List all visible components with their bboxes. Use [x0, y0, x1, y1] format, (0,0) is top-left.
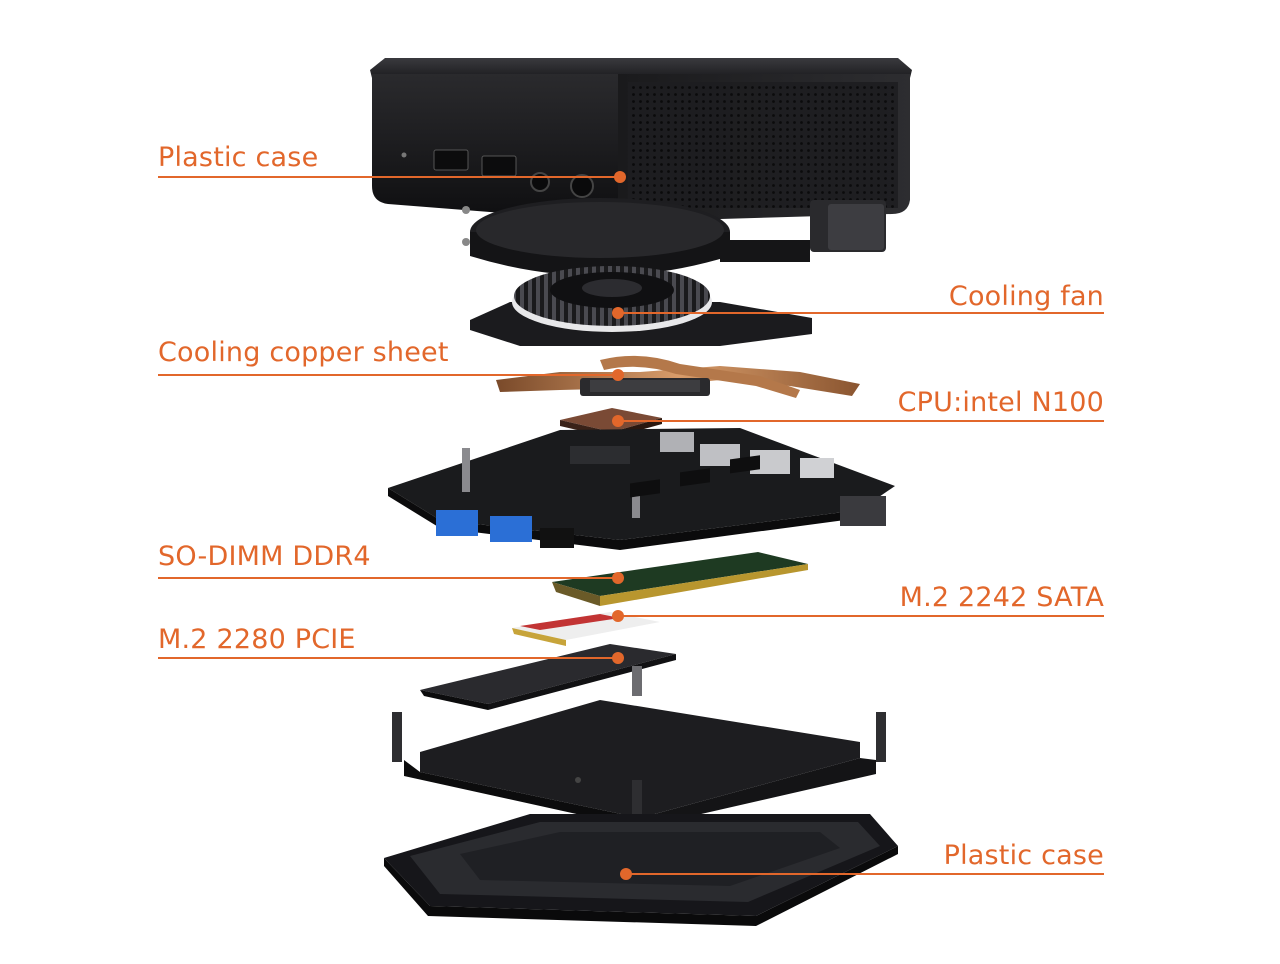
label-plastic-case-bottom: Plastic case — [943, 840, 1104, 871]
callout-cooling-copper-sheet-dot — [612, 369, 624, 381]
label-plastic-case-top: Plastic case — [158, 142, 319, 173]
cooling-copper-sheet — [496, 355, 860, 398]
cooling-fan — [470, 266, 812, 346]
so-dimm-module — [552, 455, 808, 606]
top-plastic-case — [370, 58, 912, 222]
fan-housing — [462, 198, 886, 276]
label-so-dimm: SO-DIMM DDR4 — [158, 541, 371, 572]
callout-so-dimm-dot — [612, 572, 624, 584]
callout-m2-sata-dot — [612, 610, 624, 622]
bottom-plastic-case — [384, 814, 898, 926]
callout-m2-pcie-dot — [612, 652, 624, 664]
label-m2-pcie: M.2 2280 PCIE — [158, 624, 356, 655]
callout-plastic-case-bottom-dot — [620, 868, 632, 880]
callout-plastic-case-top-dot — [614, 171, 626, 183]
callout-cpu-dot — [612, 415, 624, 427]
label-cooling-copper-sheet: Cooling copper sheet — [158, 337, 449, 368]
label-cpu: CPU:intel N100 — [897, 387, 1104, 418]
label-cooling-fan: Cooling fan — [948, 281, 1104, 312]
metal-bracket — [392, 700, 886, 828]
label-m2-sata: M.2 2242 SATA — [899, 582, 1104, 613]
callout-cooling-fan-dot — [612, 307, 624, 319]
